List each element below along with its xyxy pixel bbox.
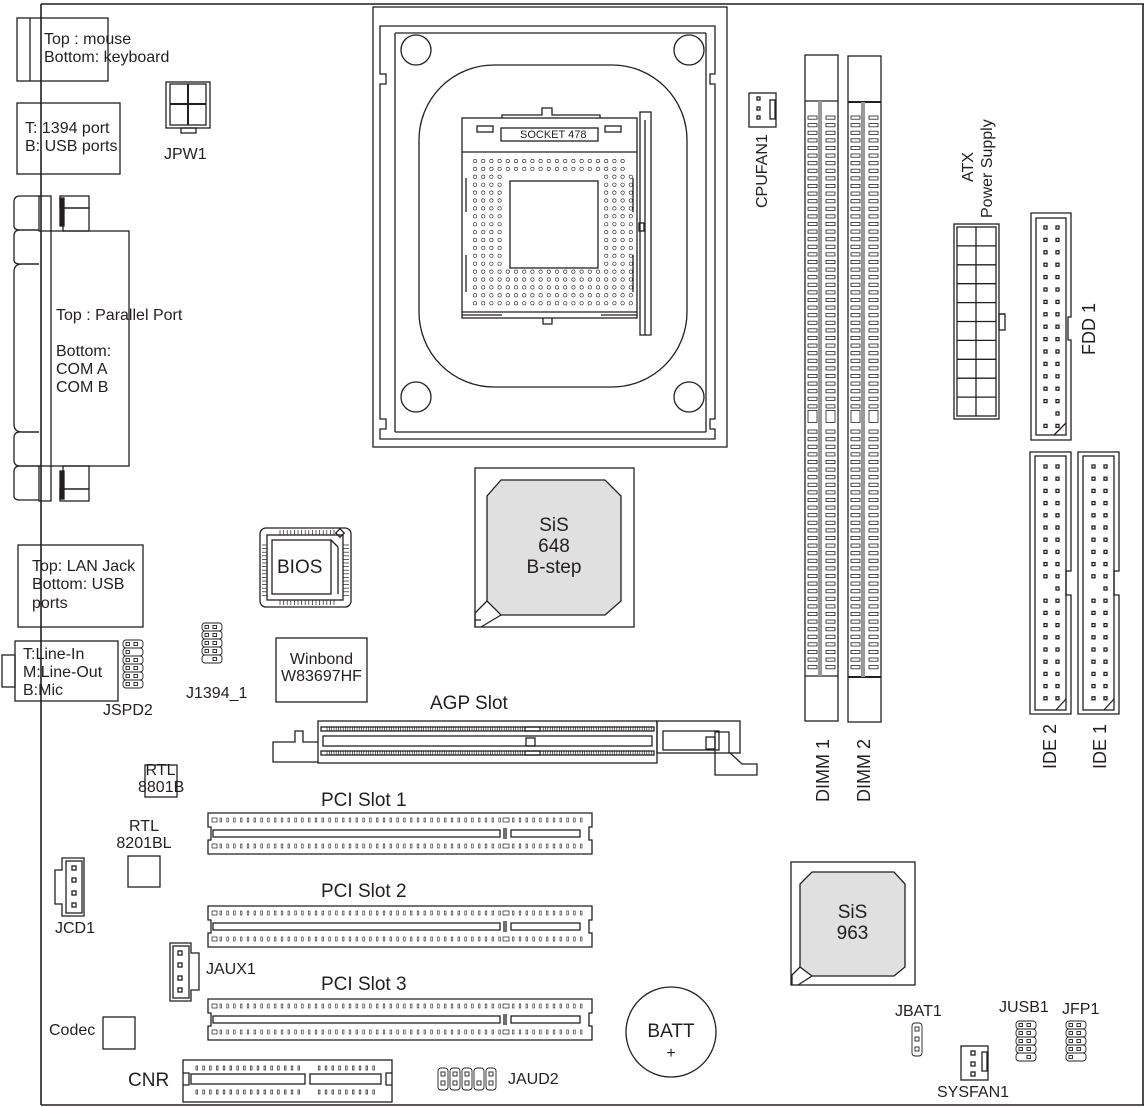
codec-chip: [102, 1016, 136, 1050]
lan-label-ports: ports: [32, 595, 68, 612]
pci2-label: PCI Slot 2: [321, 881, 407, 902]
audio-jacks: [1, 640, 119, 702]
firewire-usb-label-bottom: B: USB ports: [25, 138, 118, 155]
agp-slot-label: AGP Slot: [430, 693, 508, 714]
cpu-socket-frame: [372, 6, 728, 448]
atx-power-supply-label: Power Supply: [979, 119, 996, 218]
firewire-usb-port: [16, 102, 121, 175]
com-b-label: COM B: [56, 379, 109, 396]
jusb1-header: [1015, 1020, 1037, 1062]
cpufan1-label: CPUFAN1: [754, 134, 771, 208]
jfp1-label: JFP1: [1062, 1001, 1100, 1018]
codec-label: Codec: [49, 1022, 96, 1039]
winbond-chip: [275, 637, 368, 703]
lan-usb-port: [17, 544, 144, 628]
board-outline: [40, 3, 1144, 1106]
southbridge-label-2: 963: [836, 923, 869, 944]
ps2-label-bottom: Bottom: keyboard: [44, 49, 170, 66]
pci3-label: PCI Slot 3: [321, 974, 407, 995]
ps2-port: [16, 17, 109, 82]
battery-polarity: +: [666, 1045, 676, 1062]
sysfan1-connector: [960, 1045, 989, 1081]
agp-pins: [326, 726, 652, 756]
jcd1-label: JCD1: [55, 920, 96, 937]
jaud2-label: JAUD2: [508, 1071, 559, 1088]
audio-mic-label: B:Mic: [23, 682, 63, 699]
socket-pin-grid: [472, 159, 633, 306]
audio-line-in-label: T:Line-In: [23, 646, 85, 663]
ide2-label: IDE 2: [1040, 723, 1060, 769]
ide2-connector: [1029, 451, 1072, 715]
jpw1-connector: [165, 81, 211, 134]
cnr-slot: [182, 1059, 393, 1103]
cpufan1-connector: [748, 92, 777, 128]
pci-slot-2: [207, 905, 593, 948]
cnr-pins: [195, 1065, 375, 1095]
winbond-label-2: W83697HF: [281, 668, 362, 685]
j1394-header: [201, 622, 223, 664]
jcd1-connector: [54, 857, 85, 917]
fdd1-pins: [1043, 225, 1060, 429]
ide-pins: [1043, 464, 1108, 701]
northbridge-label-1: SiS: [539, 515, 569, 536]
battery: [625, 986, 717, 1078]
jpw1-label: JPW1: [164, 146, 207, 163]
rtl8201bl-chip: [127, 855, 161, 888]
parallel-label: Top : Parallel Port: [56, 307, 183, 324]
j1394-label: J1394_1: [186, 685, 248, 702]
southbridge-chip: [790, 861, 916, 986]
southbridge-label-1: SiS: [837, 902, 868, 923]
battery-label: BATT: [647, 1021, 695, 1042]
northbridge-chip: [474, 467, 635, 628]
jbat1-label: JBAT1: [895, 1003, 942, 1020]
fdd1-label: FDD 1: [1079, 302, 1099, 355]
dimm2-label: DIMM 2: [854, 739, 874, 802]
lan-label-top: Top: LAN Jack: [32, 558, 136, 575]
fdd1-connector: [1030, 212, 1072, 441]
rtl8801b-label-1: RTL: [145, 762, 176, 779]
rtl8201bl-label-2: 8201BL: [116, 835, 172, 852]
dimm2-slot: [847, 55, 882, 723]
atx-pin-grid: [957, 245, 996, 398]
jaud2-header: [437, 1067, 497, 1091]
com-label-heading: Bottom:: [56, 343, 112, 360]
rtl8801b-label-2: 8801B: [138, 779, 185, 796]
pci-slot-3: [207, 998, 593, 1041]
jaux1-label: JAUX1: [206, 961, 256, 978]
socket-478: [461, 107, 652, 336]
atx-label: ATX: [960, 152, 977, 182]
ide1-connector: [1077, 451, 1120, 715]
bios-label: BIOS: [277, 557, 323, 578]
northbridge-label-2: 648: [538, 536, 570, 557]
sysfan1-label: SYSFAN1: [937, 1084, 1010, 1101]
bios-chip-legs: [262, 530, 349, 605]
audio-line-out-label: M:Line-Out: [23, 664, 103, 681]
jbat1-header: [911, 1022, 923, 1057]
parallel-com-port: [13, 195, 130, 502]
firewire-usb-label-top: T: 1394 port: [25, 120, 110, 137]
jspd2-label: JSPD2: [103, 702, 153, 719]
rtl8201bl-label-1: RTL: [129, 818, 159, 835]
ps2-label-top: Top : mouse: [44, 31, 132, 48]
jfp1-header: [1065, 1020, 1087, 1062]
northbridge-label-3: B-step: [526, 557, 582, 578]
cnr-label: CNR: [128, 1070, 170, 1091]
pci-slot-1: [207, 812, 593, 855]
jspd2-header: [122, 639, 144, 689]
dimm-pin-rows: [807, 115, 879, 670]
socket-label: SOCKET 478: [520, 129, 587, 141]
lan-label-bottom: Bottom: USB: [32, 576, 125, 593]
dimm1-label: DIMM 1: [813, 739, 833, 802]
rtl8801b-chip: [144, 764, 178, 798]
pci-slots: [207, 812, 593, 1041]
jaux1-connector: [169, 942, 200, 1002]
pci1-label: PCI Slot 1: [321, 790, 407, 811]
ide1-label: IDE 1: [1090, 723, 1110, 769]
agp-slot: [272, 720, 758, 776]
jusb1-label: JUSB1: [999, 999, 1049, 1016]
pin-headers: [122, 622, 1087, 1091]
winbond-label-1: Winbond: [289, 651, 354, 668]
dimm1-slot: [804, 54, 839, 722]
com-a-label: COM A: [56, 361, 108, 378]
